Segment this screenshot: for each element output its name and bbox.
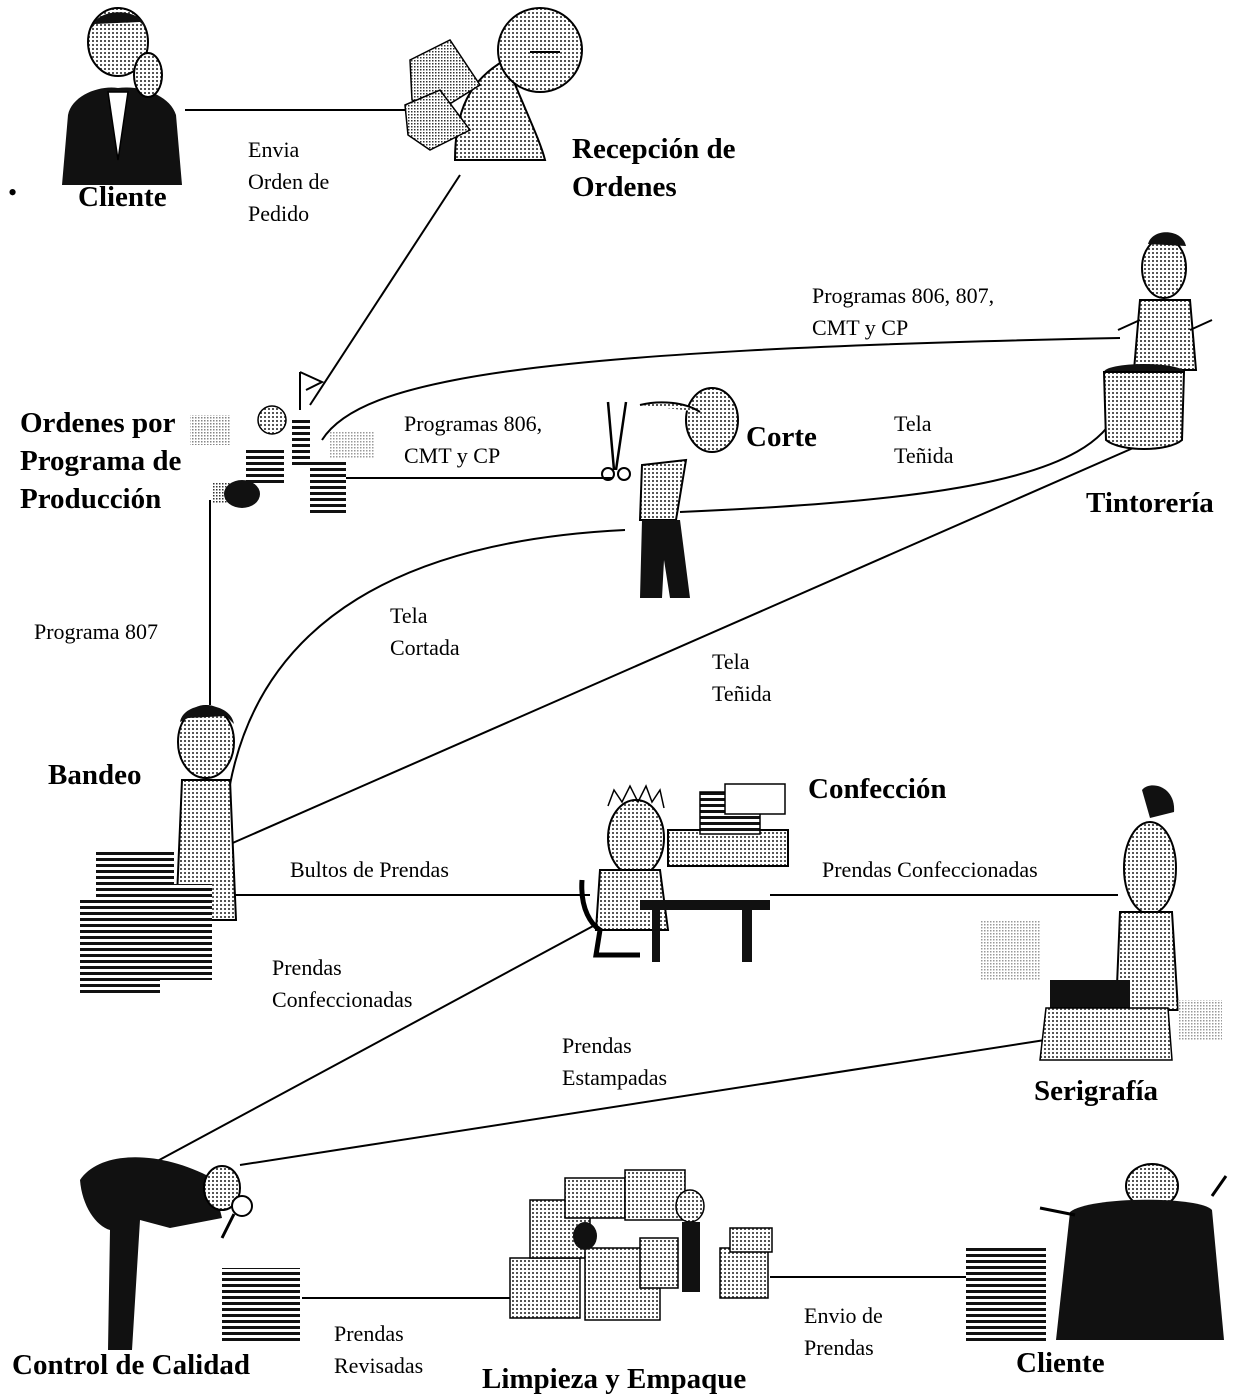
edge-label-prendas-revisadas: Prendas Revisadas [334,1321,424,1378]
recepcion-figure [404,7,583,161]
corte-figure [601,387,739,598]
edge-tintoreria-corte [679,409,1119,513]
edge-label-prendas-estampadas: Prendas Estampadas [562,1033,668,1090]
confeccion-figure [579,783,789,962]
edge-label-prendas-conf-control: Prendas Confeccionadas [272,955,413,1012]
bullet-mark: • [8,178,18,207]
node-cliente-top: Cliente [78,181,167,213]
edge-label-prog-corte: Programas 806, CMT y CP [404,411,543,468]
node-corte: Corte [746,421,817,453]
edge-label-envio-prendas: Envio de Prendas [804,1303,883,1360]
edge-recepcion-ordenes [309,174,461,406]
node-tintoreria: Tintorería [1086,487,1214,519]
node-limpieza: Limpieza y Empaque [482,1363,747,1395]
node-cliente-bottom: Cliente [1016,1347,1105,1379]
edge-label-programa-807: Programa 807 [34,619,159,644]
edge-label-tela-tenida-corte: Tela Teñida [894,411,954,468]
edge-label-envia-orden: Envia Orden de Pedido [248,137,330,226]
node-ordenes: Ordenes por Programa de Producción [20,407,182,515]
node-recepcion: Recepción de Ordenes [572,133,736,203]
bandeo-figure [80,705,238,993]
ordenes-figure [190,371,374,514]
serigrafia-figure [980,785,1222,1061]
node-control: Control de Calidad [12,1349,250,1381]
tintoreria-figure [1102,232,1213,450]
cliente-bottom-figure [966,1163,1228,1342]
edge-ordenes-tintoreria [321,337,1121,441]
edge-label-tela-cortada: Tela Cortada [390,603,460,660]
edge-serigrafia-control [239,1039,1046,1166]
node-confeccion: Confección [808,773,947,805]
limpieza-figure [509,1169,773,1321]
cliente-top-figure [62,7,182,185]
edge-label-bultos: Bultos de Prendas [290,857,449,882]
edge-corte-bandeo [225,529,626,811]
node-serigrafia: Serigrafía [1034,1075,1159,1107]
node-bandeo: Bandeo [48,759,142,791]
control-figure [80,1157,300,1350]
edge-confeccion-control [149,924,596,1166]
edge-label-prog-tintoreria: Programas 806, 807, CMT y CP [812,283,995,340]
edge-tintoreria-bandeo [227,444,1141,846]
edge-label-prendas-conf-serigrafia: Prendas Confeccionadas [822,857,1038,882]
edge-label-tela-tenida-bandeo: Tela Teñida [712,649,772,706]
